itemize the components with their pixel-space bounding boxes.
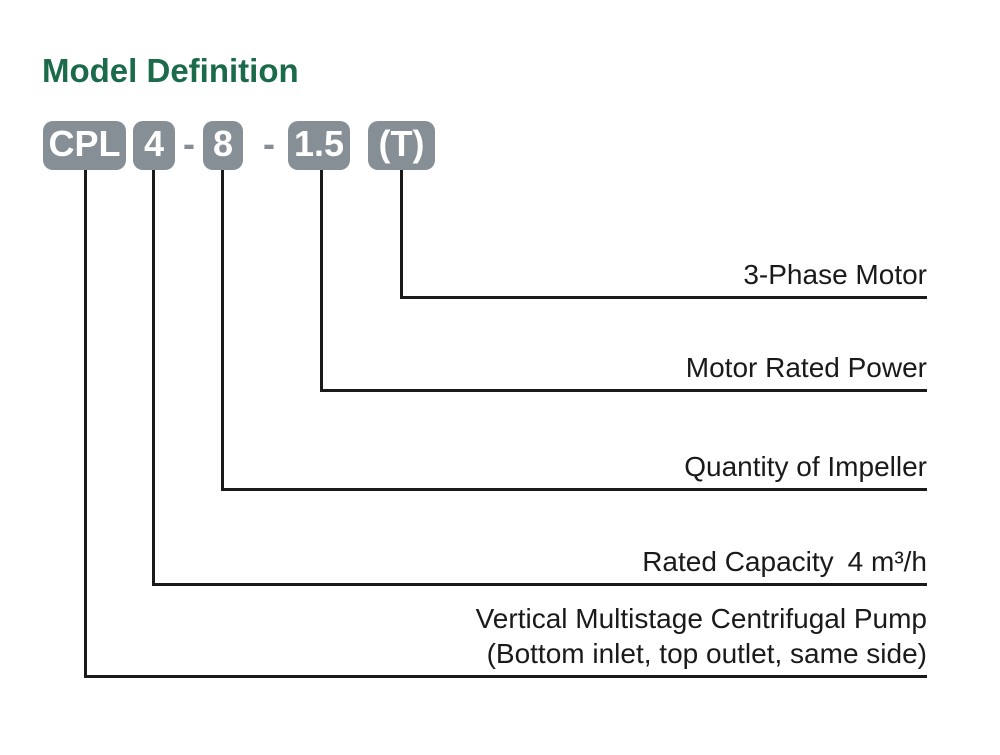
label-pump-description: Vertical Multistage Centrifugal Pump (Bo… (476, 601, 927, 671)
model-segment-phase: (T) (368, 121, 435, 170)
model-segment-capacity-text: 4 (143, 123, 165, 164)
model-segment-impeller-text: 8 (212, 123, 234, 164)
connector-line-power (320, 170, 927, 392)
model-segment-impeller: 8 (203, 121, 243, 170)
model-segment-prefix-text: CPL (48, 123, 121, 164)
model-segment-power: 1.5 (288, 121, 350, 170)
label-quantity-of-impeller: Quantity of Impeller (684, 451, 927, 482)
label-motor-rated-power: Motor Rated Power (685, 352, 927, 383)
connector-line-phase (400, 170, 927, 299)
label-rated-capacity: Rated Capacity 4 m³/h (642, 545, 927, 578)
label-rated-capacity-value: 4 m³/h (847, 546, 927, 577)
model-segment-phase-text: (T) (378, 123, 425, 164)
segment-separator: - (183, 122, 195, 164)
model-segment-prefix: CPL (43, 121, 126, 170)
segment-separator: - (263, 122, 275, 164)
connector-line-capacity (152, 170, 927, 586)
label-pump-description-line2: (Bottom inlet, top outlet, same side) (486, 638, 927, 669)
connector-line-prefix (84, 170, 927, 678)
page-title: Model Definition (42, 52, 299, 89)
label-3-phase-motor: 3-Phase Motor (743, 259, 927, 290)
model-segment-capacity: 4 (133, 121, 175, 170)
connector-line-impeller (221, 170, 927, 491)
label-pump-description-line1: Vertical Multistage Centrifugal Pump (475, 603, 927, 634)
model-segment-power-text: 1.5 (293, 123, 345, 164)
label-rated-capacity-text: Rated Capacity (642, 546, 834, 577)
